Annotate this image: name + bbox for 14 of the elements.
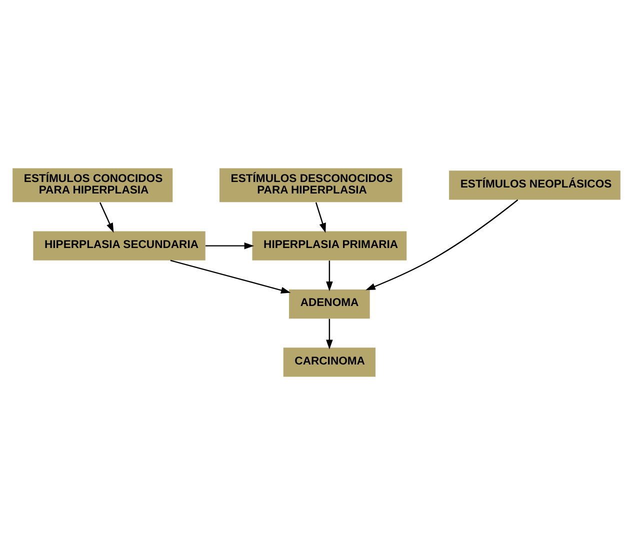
node-box: ESTÍMULOS DESCONOCIDOS PARA HIPERPLASIA [220,168,402,202]
arrow [99,202,114,232]
arrow [315,202,326,232]
node-box: HIPERPLASIA SECUNDARIA [33,230,206,260]
node-box: ADENOMA [289,288,370,318]
arrow [205,242,254,249]
node-box: ESTÍMULOS CONOCIDOS PARA HIPERPLASIA [12,168,173,202]
arrow [326,318,333,349]
arrow [170,259,291,294]
arrow [326,260,333,291]
node-box: CARCINOMA [283,347,376,376]
arrow [366,198,518,290]
node-box: HIPERPLASIA PRIMARIA [252,230,407,260]
node-box: ESTÍMULOS NEOPLÁSICOS [449,170,620,200]
